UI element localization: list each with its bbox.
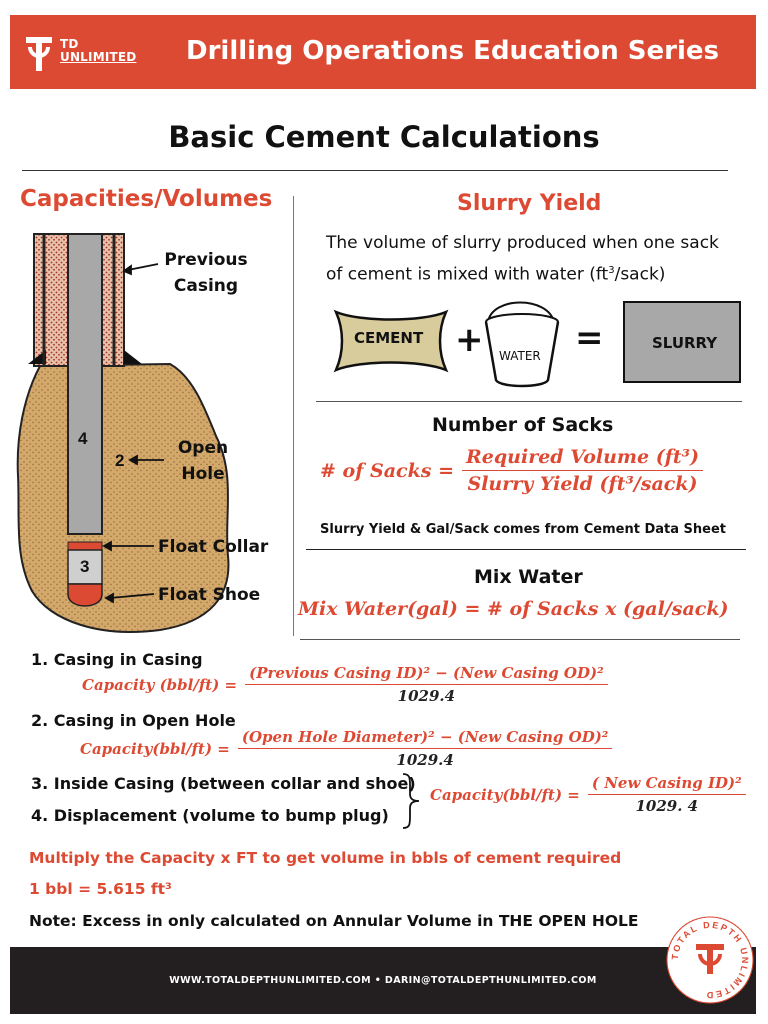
slurry-divider	[316, 401, 742, 402]
cement-label: CEMENT	[354, 329, 424, 347]
plus-sign: +	[455, 320, 484, 360]
multiply-note: Multiply the Capacity x FT to get volume…	[29, 849, 622, 867]
formula-1-denominator: 1029.4	[397, 687, 456, 705]
list-item-1: 1. Casing in Casing	[31, 650, 203, 669]
previous-casing-line-2: Casing	[173, 276, 239, 296]
formula-2-lhs: Capacity(bbl/ft) =	[80, 739, 230, 758]
slurry-description: The volume of slurry produced when one s…	[326, 230, 719, 289]
formula-2: Capacity(bbl/ft) = (Open Hole Diameter)²…	[80, 728, 613, 769]
slurry-label: SLURRY	[652, 334, 718, 352]
mix-water-heading: Mix Water	[474, 566, 583, 588]
open-hole-line-2: Hole	[181, 464, 225, 484]
water-label: WATER	[499, 349, 541, 363]
brand-name: TD UNLIMITED	[60, 38, 136, 64]
excess-note: Note: Excess in only calculated on Annul…	[29, 912, 639, 930]
title-divider	[22, 170, 728, 171]
equals-sign: =	[575, 318, 604, 358]
slurry-box	[623, 301, 741, 383]
list-item-2: 2. Casing in Open Hole	[31, 711, 236, 730]
formula-3-lhs: Capacity(bbl/ft) =	[430, 785, 580, 804]
brand-line-1: TD	[60, 37, 79, 51]
previous-casing-label: Previous Casing	[158, 247, 254, 299]
series-title: Drilling Operations Education Series	[186, 36, 719, 66]
formula-3: Capacity(bbl/ft) = ( New Casing ID)² 102…	[430, 774, 746, 815]
slurry-desc-sup: 3	[608, 265, 615, 276]
mix-water-divider	[300, 639, 740, 640]
sacks-formula-numerator: Required Volume (ft³)	[462, 446, 703, 471]
mix-water-formula: Mix Water(gal) = # of Sacks x (gal/sack)	[298, 598, 729, 620]
vertical-divider	[293, 196, 294, 636]
formula-3-numerator: ( New Casing ID)²	[587, 774, 746, 795]
open-hole-line-1: Open	[177, 438, 229, 458]
water-bucket-icon	[484, 301, 560, 388]
bbl-conversion-note: 1 bbl = 5.615 ft³	[29, 880, 172, 898]
formula-1-fraction: (Previous Casing ID)² − (New Casing OD)²…	[245, 664, 608, 705]
formula-2-numerator: (Open Hole Diameter)² − (New Casing OD)²	[237, 728, 613, 749]
open-hole-label: Open Hole	[168, 435, 238, 487]
sacks-formula-denominator: Slurry Yield (ft³/sack)	[467, 473, 698, 495]
float-collar-label: Float Collar	[158, 537, 269, 557]
page-title: Basic Cement Calculations	[168, 120, 600, 154]
total-depth-seal-icon: TOTAL DEPTH UNLIMITED	[666, 916, 754, 1004]
td-logo-icon	[26, 37, 52, 71]
slurry-desc-line-2: of cement is mixed with water (ft3/sack)	[326, 257, 719, 289]
float-shoe	[67, 583, 103, 607]
slurry-yield-heading: Slurry Yield	[457, 191, 602, 216]
formula-3-denominator: 1029. 4	[635, 797, 699, 815]
sacks-formula: # of Sacks = Required Volume (ft³) Slurr…	[320, 446, 703, 495]
number-of-sacks-heading: Number of Sacks	[432, 414, 614, 436]
casing-shoe-right	[124, 350, 142, 364]
sacks-formula-fraction: Required Volume (ft³) Slurry Yield (ft³/…	[462, 446, 703, 495]
footer-bar	[10, 947, 756, 1014]
sacks-note: Slurry Yield & Gal/Sack comes from Cemen…	[320, 522, 726, 537]
slurry-desc-2a: of cement is mixed with water (ft	[326, 264, 609, 285]
formula-3-fraction: ( New Casing ID)² 1029. 4	[587, 774, 746, 815]
list-item-3: 3. Inside Casing (between collar and sho…	[31, 774, 416, 793]
previous-casing-line-1: Previous	[164, 250, 248, 270]
formula-2-fraction: (Open Hole Diameter)² − (New Casing OD)²…	[237, 728, 613, 769]
new-casing	[67, 233, 103, 535]
casing-shoe-left	[28, 350, 46, 364]
zone-number-3: 3	[80, 557, 89, 576]
shoe-track	[67, 549, 103, 585]
zone-number-2: 2	[115, 451, 124, 470]
sacks-formula-lhs: # of Sacks =	[320, 459, 454, 482]
formula-1: Capacity (bbl/ft) = (Previous Casing ID)…	[82, 664, 608, 705]
slurry-desc-2b: /sack)	[614, 264, 666, 285]
grouping-brace-icon	[402, 773, 420, 829]
capacities-heading: Capacities/Volumes	[20, 186, 273, 212]
zone-number-4: 4	[78, 429, 88, 448]
list-item-4: 4. Displacement (volume to bump plug)	[31, 806, 389, 825]
brand-line-2: UNLIMITED	[60, 50, 137, 64]
formula-1-lhs: Capacity (bbl/ft) =	[82, 675, 238, 694]
formula-1-numerator: (Previous Casing ID)² − (New Casing OD)²	[245, 664, 608, 685]
sacks-divider	[306, 549, 746, 550]
formula-2-denominator: 1029.4	[396, 751, 454, 769]
header-banner	[10, 15, 756, 89]
slurry-desc-line-1: The volume of slurry produced when one s…	[326, 233, 719, 253]
float-shoe-label: Float Shoe	[158, 585, 261, 605]
float-collar	[67, 541, 103, 551]
cement-bag-icon	[333, 309, 449, 373]
wellbore-diagram: 4 2 3	[16, 233, 230, 633]
footer-contact: WWW.TOTALDEPTHUNLIMITED.COM • DARIN@TOTA…	[169, 975, 597, 986]
